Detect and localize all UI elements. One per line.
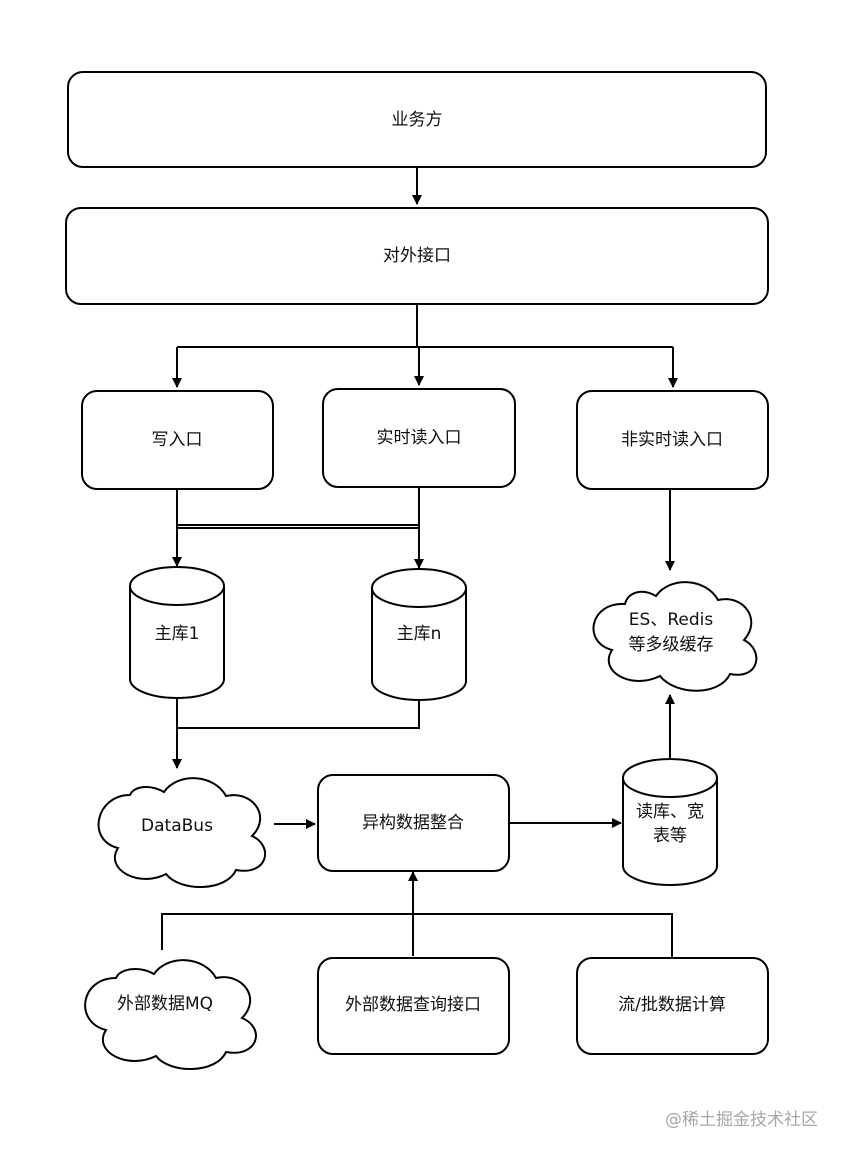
- read-db-label-line1: 读库、宽: [636, 802, 704, 822]
- watermark-text: @稀土掘金技术社区: [665, 1110, 818, 1130]
- hetero-integration-label: 异构数据整合: [362, 813, 464, 833]
- business-label: 业务方: [392, 110, 443, 130]
- cache-label-line1: ES、Redis: [629, 610, 714, 630]
- databus-label: DataBus: [141, 816, 213, 836]
- write-entry-node: 写入口: [81, 390, 274, 490]
- connector-external-api-split: [177, 304, 673, 348]
- external-query-api-node: 外部数据查询接口: [317, 957, 510, 1055]
- external-query-api-label: 外部数据查询接口: [345, 995, 481, 1015]
- master-db-1-label: 主库1: [155, 624, 200, 644]
- connector-master-dbs-to-databus: [176, 698, 420, 729]
- external-mq-label: 外部数据MQ: [117, 994, 213, 1014]
- read-db-label-line2: 表等: [653, 826, 687, 846]
- hetero-integration-node: 异构数据整合: [317, 774, 510, 872]
- business-node: 业务方: [67, 71, 767, 168]
- master-db-1-cylinder: 主库1: [129, 566, 225, 699]
- stream-batch-compute-label: 流/批数据计算: [618, 995, 726, 1015]
- realtime-read-entry-node: 实时读入口: [322, 388, 516, 488]
- read-db-cylinder: 读库、宽 表等: [622, 758, 718, 886]
- non-realtime-read-entry-node: 非实时读入口: [576, 390, 769, 490]
- external-api-label: 对外接口: [383, 246, 451, 266]
- external-api-node: 对外接口: [65, 207, 769, 305]
- stream-batch-compute-node: 流/批数据计算: [576, 957, 769, 1055]
- master-db-n-label: 主库n: [397, 624, 442, 644]
- cache-cloud: ES、Redis 等多级缓存: [592, 581, 758, 692]
- cache-label-line2: 等多级缓存: [629, 635, 714, 655]
- external-mq-cloud: 外部数据MQ: [84, 959, 257, 1070]
- connector-entries-to-master-dbs: [176, 487, 420, 529]
- databus-cloud: DataBus: [97, 777, 267, 888]
- connector-sources-to-integration: [161, 913, 673, 958]
- non-realtime-read-entry-label: 非实时读入口: [621, 430, 723, 450]
- master-db-n-cylinder: 主库n: [371, 568, 467, 701]
- connectors: [161, 167, 678, 958]
- realtime-read-entry-label: 实时读入口: [377, 428, 462, 448]
- write-entry-label: 写入口: [152, 430, 203, 450]
